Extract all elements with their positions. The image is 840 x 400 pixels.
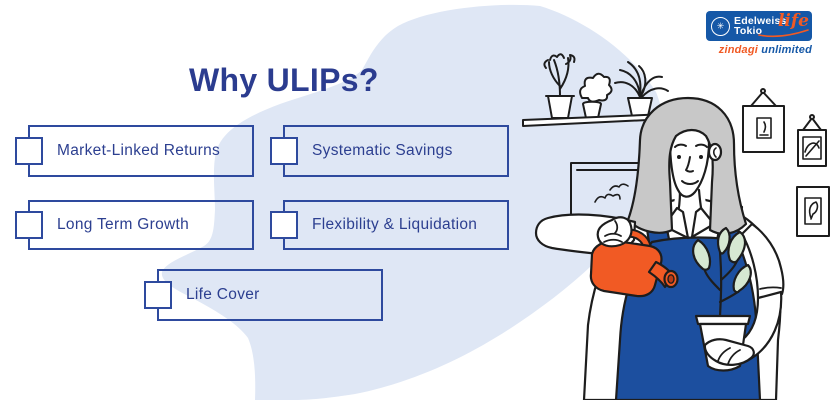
checkbox-icon — [270, 137, 298, 165]
benefit-label: Flexibility & Liquidation — [312, 216, 478, 233]
checkbox-icon — [144, 281, 172, 309]
woman-watering-plant-illustration — [522, 53, 830, 400]
benefit-box-life-cover: Life Cover — [144, 269, 383, 321]
tagline-word-1: zindagi — [718, 44, 762, 56]
checkbox-icon — [15, 211, 43, 239]
wall-frame-behind — [570, 162, 639, 217]
brand-name-line2: Tokio — [734, 25, 763, 37]
edelweiss-flower-icon: ✳ — [711, 16, 730, 36]
brand-logo-box: ✳ Edelweiss Tokio life — [706, 11, 812, 41]
left-sleeve — [740, 222, 785, 300]
woman-figure — [534, 96, 785, 400]
brand-logo: ✳ Edelweiss Tokio life zindagi unlimited — [700, 11, 812, 56]
benefit-label: Long Term Growth — [57, 216, 190, 233]
plant-pot — [694, 314, 752, 326]
brand-name-line1: Edelweiss — [734, 15, 787, 27]
benefit-label: Market-Linked Returns — [57, 142, 221, 159]
benefit-label: Systematic Savings — [312, 142, 453, 159]
face-features — [674, 143, 708, 185]
benefit-box-market-linked-returns: Market-Linked Returns — [15, 125, 254, 177]
benefit-box-systematic-savings: Systematic Savings — [270, 125, 509, 177]
brand-tagline: zindagi unlimited — [700, 44, 812, 56]
ear — [707, 142, 723, 162]
brand-name: Edelweiss Tokio — [734, 15, 787, 37]
benefit-box-flexibility-liquidation: Flexibility & Liquidation — [270, 200, 509, 250]
hair — [626, 96, 748, 235]
right-hand — [596, 216, 633, 248]
benefit-label: Life Cover — [186, 286, 260, 303]
logo-underline-swoosh — [758, 29, 809, 38]
brand-script-word: life — [777, 11, 809, 31]
benefit-box-long-term-growth: Long Term Growth — [15, 200, 254, 250]
wall-frame-1 — [742, 88, 785, 153]
shelf-plants-illustration — [522, 53, 669, 127]
left-hand — [703, 338, 755, 366]
tagline-word-2: unlimited — [761, 44, 812, 56]
checkbox-icon — [270, 211, 298, 239]
wall-frame-2 — [797, 114, 827, 167]
checkbox-icon — [15, 137, 43, 165]
page-title: Why ULIPs? — [189, 62, 379, 98]
wall-frame-3 — [796, 186, 830, 237]
wall-frames — [742, 88, 830, 237]
